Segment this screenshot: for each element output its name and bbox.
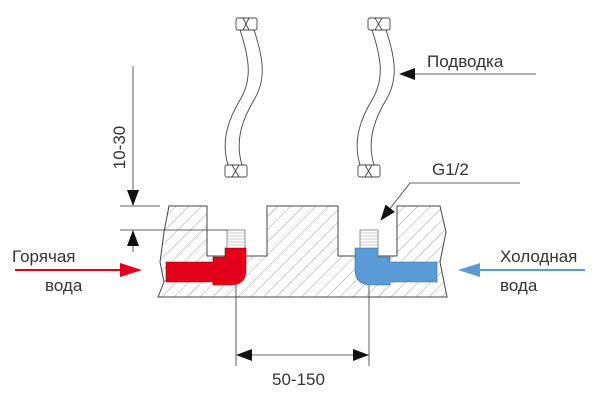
flex-hose-right (356, 17, 395, 178)
hot-flow-arrow (15, 263, 142, 277)
cold-water-label-line2: вода (500, 276, 538, 295)
cold-water-fitting (354, 229, 438, 286)
wall-section (157, 205, 448, 298)
depth-dimension (120, 66, 228, 252)
hot-water-label-line1: Горячая (12, 247, 76, 266)
thread-label: G1/2 (432, 160, 469, 179)
spacing-dimension (235, 285, 370, 366)
hot-water-label-line2: вода (45, 276, 83, 295)
flex-hose-left (224, 17, 263, 178)
depth-dimension-label: 10-30 (110, 125, 130, 170)
spacing-dimension-label: 50-150 (272, 370, 325, 389)
supply-label: Подводка (427, 52, 504, 71)
thread-leader (380, 182, 520, 221)
hot-water-fitting (165, 229, 247, 286)
cold-water-label-line1: Холодная (500, 247, 578, 266)
cold-flow-arrow (458, 263, 585, 277)
